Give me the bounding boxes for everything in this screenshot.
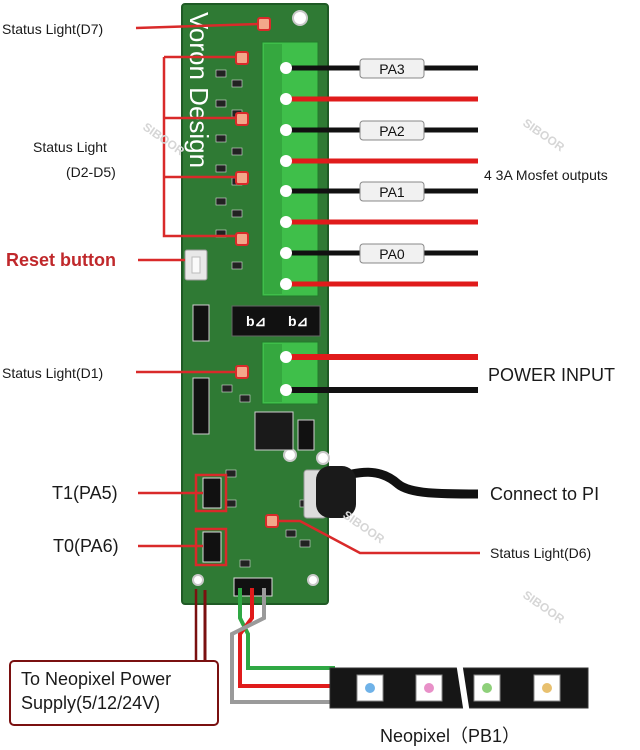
wire-tag-pa0: PA0 bbox=[359, 243, 425, 264]
led-d6 bbox=[265, 514, 279, 528]
swd-header bbox=[192, 304, 210, 342]
power-terminal-block bbox=[261, 341, 319, 405]
label-neopixel: Neopixel（PB1） bbox=[380, 726, 521, 746]
wire-tag-pa2: PA2 bbox=[359, 120, 425, 141]
svg-text:PA1: PA1 bbox=[379, 184, 405, 200]
led-d5 bbox=[235, 51, 249, 65]
label-t0: T0(PA6) bbox=[53, 536, 119, 556]
label-mosfet-outputs: 4 3A Mosfet outputs bbox=[484, 167, 608, 183]
wire-tag-pa1: PA1 bbox=[359, 181, 425, 202]
label-connect-to-pi: Connect to PI bbox=[490, 484, 600, 504]
thermistor-headers bbox=[202, 477, 222, 563]
usb-bridge-chip bbox=[254, 411, 294, 451]
led-d3 bbox=[235, 171, 249, 185]
mosfet-terminal-block bbox=[261, 41, 319, 297]
callout-lines bbox=[135, 22, 480, 567]
power-input-wires bbox=[280, 351, 478, 396]
label-reset-button: Reset button bbox=[6, 250, 116, 270]
diode-bridge bbox=[231, 305, 321, 337]
pcb-board: Voron Design bbox=[181, 3, 330, 605]
svg-text:b⊿: b⊿ bbox=[288, 313, 308, 329]
label-status-d2-d5-line2: (D2-D5) bbox=[66, 164, 116, 180]
boot-header bbox=[297, 419, 315, 451]
neopixel-supply-box: To Neopixel Power Supply(5/12/24V) bbox=[9, 660, 219, 726]
svg-text:b⊿: b⊿ bbox=[246, 313, 266, 329]
label-status-d2-d5-line1: Status Light bbox=[33, 139, 107, 155]
label-status-d7: Status Light(D7) bbox=[2, 21, 104, 37]
label-neopixel-supply-line2: Supply(5/12/24V) bbox=[21, 693, 161, 713]
label-status-d1: Status Light(D1) bbox=[2, 365, 104, 381]
led-d2 bbox=[235, 232, 249, 246]
neopixel-wires bbox=[203, 588, 335, 704]
uart-header bbox=[192, 377, 210, 435]
label-status-d6: Status Light(D6) bbox=[490, 545, 592, 561]
usb-cable bbox=[316, 466, 479, 518]
mosfet-output-wires: PA3 PA2 PA1 PA0 bbox=[280, 58, 478, 290]
wire-tag-pa3: PA3 bbox=[359, 58, 425, 79]
svg-text:PA2: PA2 bbox=[379, 123, 405, 139]
label-power-input: POWER INPUT bbox=[488, 365, 616, 385]
label-t1: T1(PA5) bbox=[52, 483, 118, 503]
neopixel-strip bbox=[329, 661, 589, 715]
label-neopixel-supply-line1: To Neopixel Power bbox=[21, 669, 172, 689]
svg-text:PA3: PA3 bbox=[379, 61, 405, 77]
led-d4 bbox=[235, 112, 249, 126]
board-brand-text: Voron Design bbox=[184, 12, 214, 168]
svg-text:PA0: PA0 bbox=[379, 246, 405, 262]
led-d7 bbox=[257, 17, 271, 31]
wire-pa0-pair bbox=[280, 247, 478, 290]
led-d1 bbox=[235, 365, 249, 379]
